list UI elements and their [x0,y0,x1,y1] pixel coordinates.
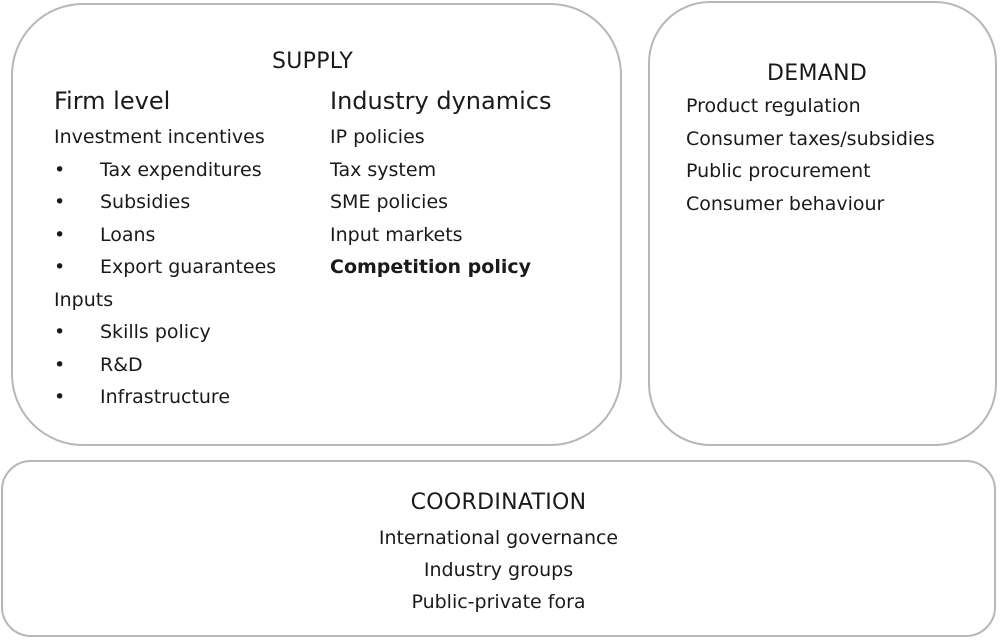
bullet-icon: • [54,321,66,343]
list-item: Public-private fora [411,591,586,613]
bullet-item-text: Loans [100,223,156,246]
list-item: SME policies [330,191,449,213]
bullet-item-text: Subsidies [100,191,191,213]
investment-incentives-label: Investment incentives [54,126,265,148]
bullet-item-text: R&D [100,353,143,376]
bullet-icon: • [54,158,66,181]
bullet-icon: • [54,386,66,408]
list-item: Consumer taxes/subsidies [686,127,935,150]
firm-level-heading: Firm level [54,87,171,115]
coordination-list: International governance Industry groups… [3,522,994,618]
demand-box: DEMAND Product regulation Consumer taxes… [648,1,997,446]
industry-dynamics-list: IP policies Tax system SME policies Inpu… [330,121,531,284]
firm-level-list: Investment incentives • Tax expenditures… [54,121,276,414]
inputs-label: Inputs [54,288,114,311]
list-item: Consumer behaviour [686,192,885,215]
bullet-item-text: Skills policy [100,321,211,343]
bullet-item: • Infrastructure [54,381,265,414]
bullet-icon: • [54,191,66,213]
list-item: IP policies [330,126,425,148]
bullet-icon: • [54,353,66,376]
industry-dynamics-heading: Industry dynamics [330,87,552,115]
competition-policy-item: Competition policy [330,256,531,278]
list-item: International governance [378,527,619,549]
bullet-item-text: Tax expenditures [100,158,262,181]
bullet-item: • Skills policy [54,316,265,349]
bullet-item-text: Infrastructure [100,386,231,408]
list-item: Tax system [330,158,437,181]
list-item: Public procurement [686,160,871,182]
bullet-item: • Subsidies [54,186,265,219]
bullet-item: • Loans [54,219,265,252]
list-item: Industry groups [423,559,574,581]
bullet-item: • Export guarantees [54,251,276,284]
supply-box: SUPPLY Firm level Investment incentives … [11,3,622,446]
bullet-item: • R&D [54,349,265,382]
list-item: Product regulation [686,95,861,117]
coordination-box: COORDINATION International governance In… [1,460,996,637]
bullet-item-text: Export guarantees [100,256,277,278]
bullet-icon: • [54,223,66,246]
demand-title: DEMAND [767,61,868,86]
coordination-title: COORDINATION [410,490,587,515]
bullet-item: • Tax expenditures [54,154,265,187]
list-item: Input markets [330,223,463,246]
supply-title: SUPPLY [272,49,354,74]
demand-list: Product regulation Consumer taxes/subsid… [686,90,935,220]
bullet-icon: • [54,256,66,278]
